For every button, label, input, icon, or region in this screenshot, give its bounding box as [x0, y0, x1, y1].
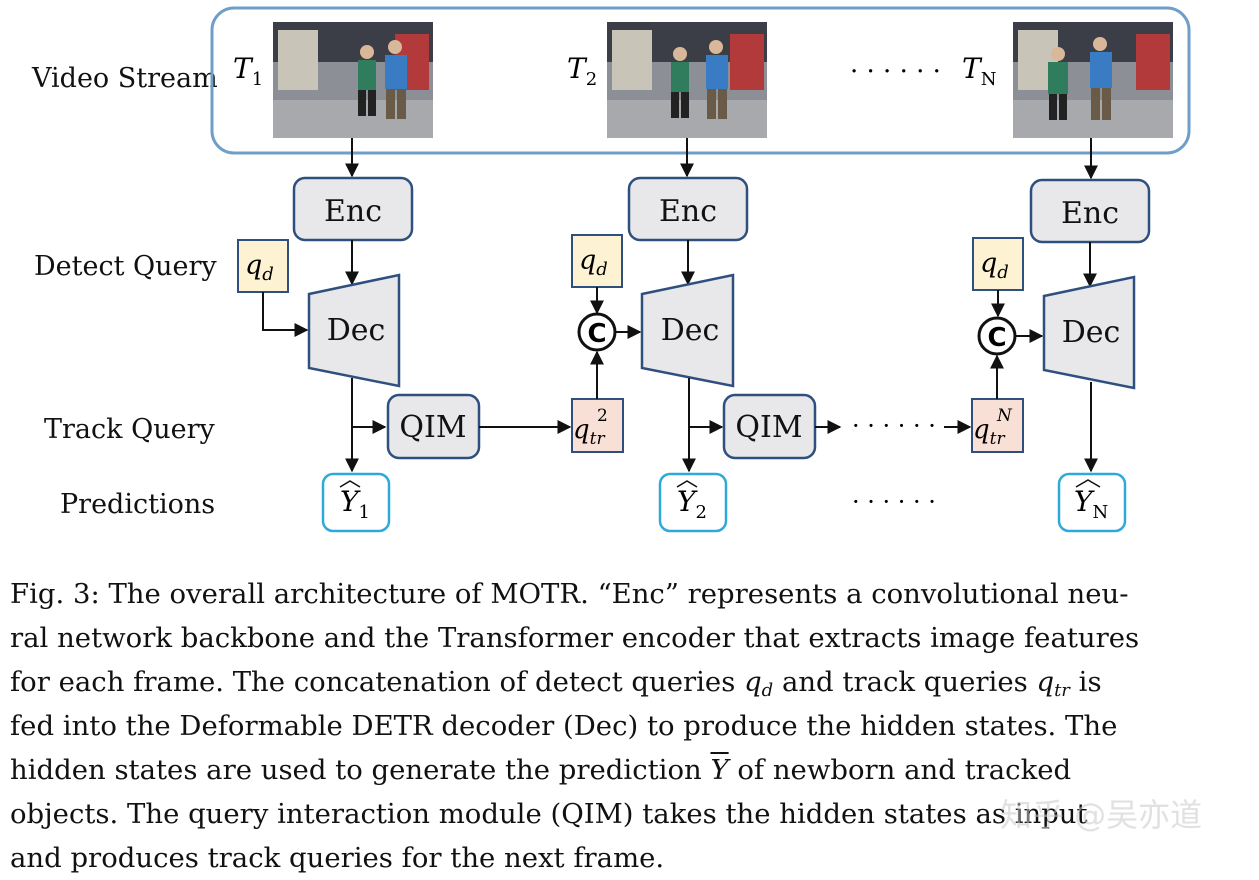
- encoder-block-2: Enc: [627, 176, 749, 242]
- detect-query-box-1: qd: [237, 239, 289, 293]
- track-query-super-2: 2: [597, 406, 608, 426]
- concat-label-2: C: [587, 319, 606, 349]
- caption-line-6: objects. The query interaction module (Q…: [10, 798, 1088, 830]
- prediction-ellipsis: · · · · · ·: [852, 488, 936, 516]
- row-label-detect-query: Detect Query: [34, 251, 217, 282]
- caption-line-2: ral network backbone and the Transformer…: [10, 622, 1140, 654]
- caption-y-hat: Y: [710, 754, 729, 786]
- prediction-box-n: YN: [1057, 472, 1127, 533]
- decoder-block-2: Dec: [640, 273, 735, 388]
- detect-query-box-2: qd: [571, 234, 623, 288]
- time-label-n: TN: [962, 52, 996, 90]
- qim-block-1: QIM: [386, 393, 481, 460]
- decoder-label-2: Dec: [661, 313, 720, 348]
- caption-line-1: Fig. 3: The overall architecture of MOTR…: [10, 578, 1129, 610]
- encoder-label-1: Enc: [324, 194, 382, 229]
- encoder-block-1: Enc: [292, 176, 414, 242]
- video-frame-2: [607, 22, 767, 138]
- decoder-block-n: Dec: [1042, 275, 1136, 390]
- detect-query-box-n: qd: [972, 237, 1024, 291]
- track-query-super-n: N: [996, 406, 1013, 426]
- track-query-symbol-2: qtr: [573, 415, 605, 449]
- caption-line-7: and produces track queries for the next …: [10, 842, 665, 874]
- video-frame-n: [1013, 22, 1173, 138]
- prediction-symbol-2: Y2: [677, 485, 707, 523]
- watermark: 知乎 @吴亦道: [1000, 796, 1203, 834]
- track-query-box-2: qtr 2: [571, 398, 624, 453]
- arrow-qd1-dec1: [262, 292, 309, 337]
- detect-query-symbol-1: qd: [245, 250, 274, 285]
- video-ellipsis: · · · · · ·: [850, 57, 941, 87]
- detect-query-symbol-2: qd: [579, 245, 608, 280]
- hat-icon: [676, 480, 698, 488]
- decoder-label-1: Dec: [327, 313, 386, 348]
- encoder-block-n: Enc: [1029, 178, 1151, 244]
- qim-label-2: QIM: [735, 410, 802, 445]
- figure-caption: Fig. 3: The overall architecture of MOTR…: [10, 572, 1254, 880]
- decoder-block-1: Dec: [307, 273, 401, 388]
- row-label-video-stream: Video Stream: [31, 63, 218, 94]
- track-query-symbol-n: qtr: [973, 415, 1005, 449]
- motr-architecture-diagram: Video Stream Detect Query Track Query Pr…: [31, 6, 1191, 533]
- concat-node-2: C: [577, 312, 617, 352]
- track-query-box-n: qtr N: [971, 398, 1024, 453]
- hat-icon: [339, 480, 361, 488]
- prediction-box-2: Y2: [658, 472, 728, 533]
- prediction-symbol-1: Y1: [340, 485, 370, 523]
- video-frame-1: [273, 22, 433, 138]
- video-stream-frame: [210, 6, 1191, 155]
- detect-query-symbol-n: qd: [980, 248, 1009, 283]
- prediction-box-1: Y1: [321, 472, 391, 533]
- hat-icon: [1075, 479, 1101, 488]
- qim-label-1: QIM: [399, 410, 466, 445]
- caption-line-4: fed into the Deformable DETR decoder (De…: [10, 710, 1118, 742]
- encoder-label-n: Enc: [1061, 196, 1119, 231]
- decoder-label-n: Dec: [1062, 315, 1121, 350]
- caption-line-5: hidden states are used to generate the p…: [10, 754, 1072, 786]
- track-ellipsis: · · · · · ·: [852, 412, 936, 440]
- time-label-2: T2: [567, 52, 597, 90]
- row-label-predictions: Predictions: [60, 489, 215, 520]
- time-label-1: T1: [233, 52, 263, 90]
- qim-block-2: QIM: [722, 393, 817, 460]
- concat-node-n: C: [977, 316, 1017, 356]
- caption-line-3: for each frame. The concatenation of det…: [10, 666, 1102, 701]
- prediction-symbol-n: YN: [1074, 485, 1108, 523]
- encoder-label-2: Enc: [659, 194, 717, 229]
- row-label-track-query: Track Query: [44, 414, 215, 445]
- concat-label-n: C: [987, 323, 1006, 353]
